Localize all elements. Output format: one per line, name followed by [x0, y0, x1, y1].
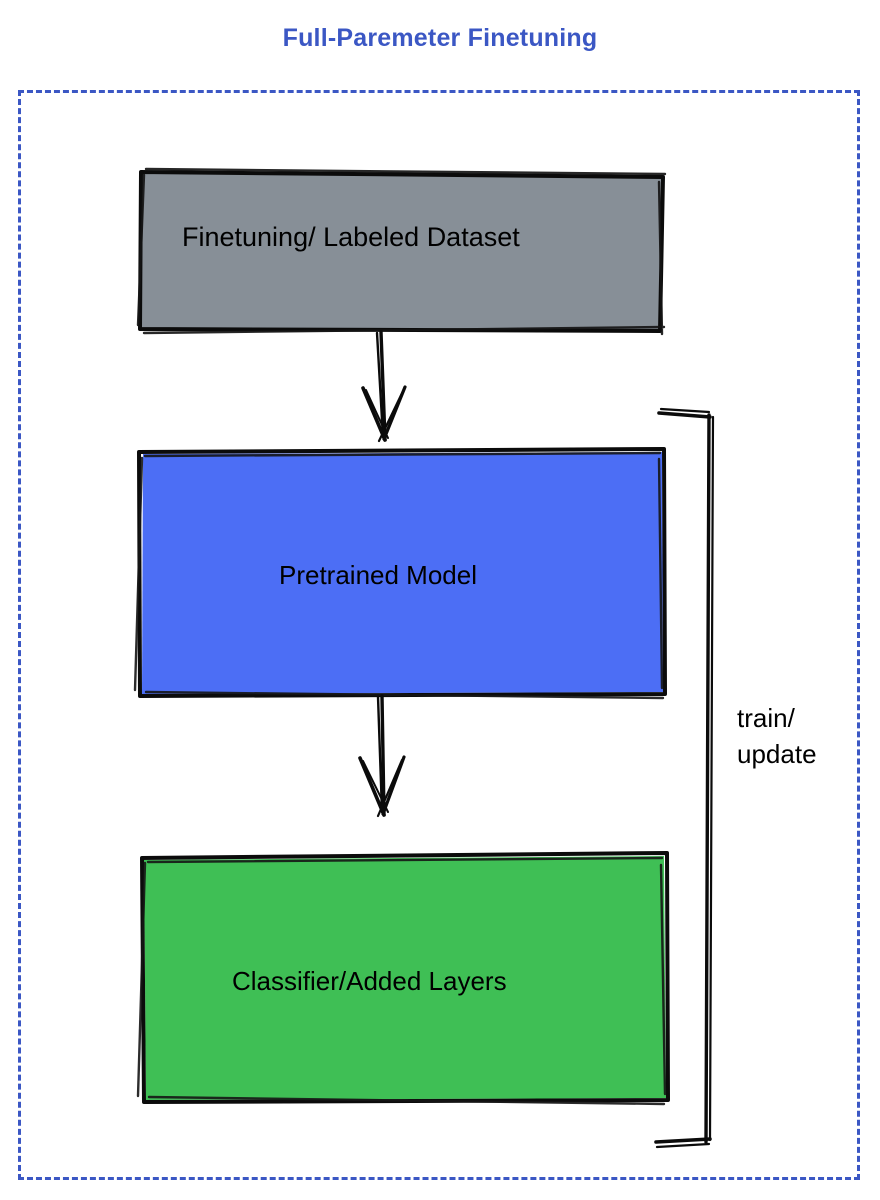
node-dataset-label: Finetuning/ Labeled Dataset [182, 222, 520, 252]
page-title: Full-Paremeter Finetuning [282, 24, 598, 52]
feedback-loop-label-line-1: train/ [737, 703, 795, 733]
node-pretrained-label: Pretrained Model [279, 560, 477, 590]
feedback-loop-label-line-2: update [737, 739, 817, 769]
feedback-loop-label: train/ update [737, 700, 817, 772]
node-classifier-label: Classifier/Added Layers [232, 966, 507, 996]
dashed-boundary-frame [18, 90, 860, 1180]
